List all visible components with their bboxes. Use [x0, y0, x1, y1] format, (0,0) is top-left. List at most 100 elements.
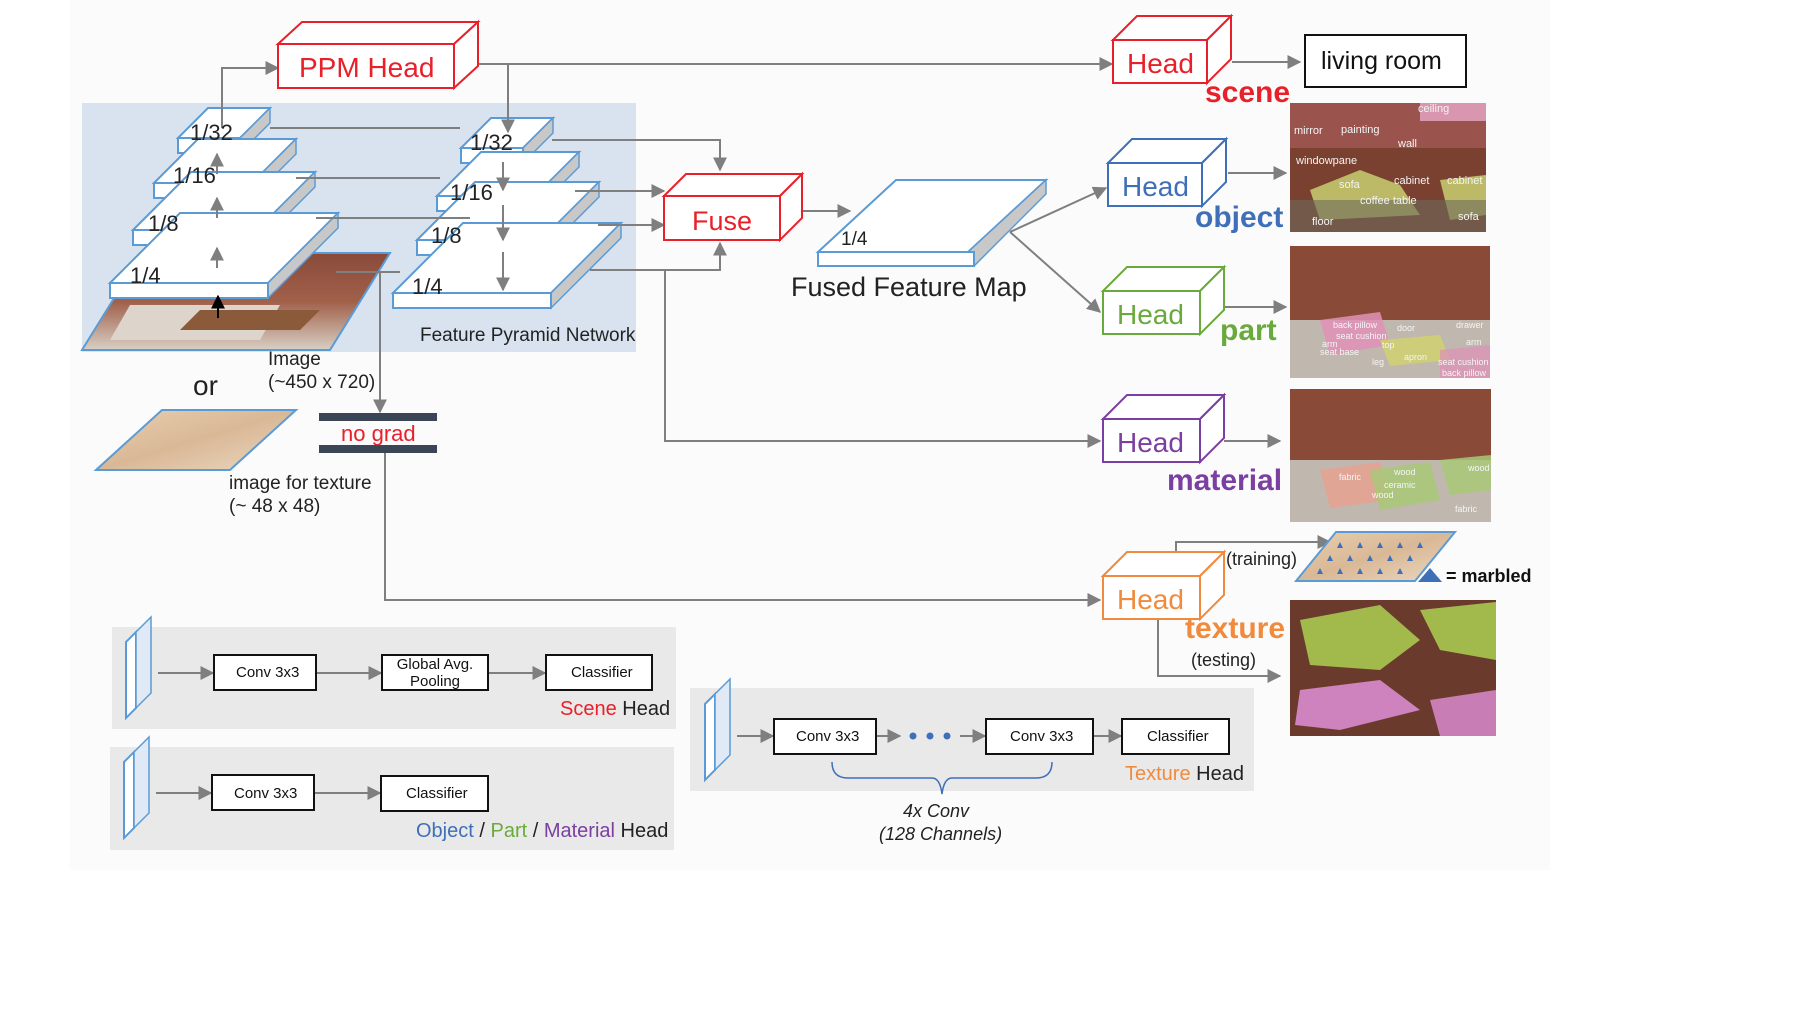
- part-seg-image: [1290, 246, 1490, 378]
- material-seg-label: wood: [1372, 490, 1394, 500]
- marbled-marker-icon: [1417, 542, 1423, 548]
- or-label: or: [193, 370, 218, 401]
- scene-task-label: scene: [1205, 76, 1291, 109]
- part-head-label: Head: [1117, 299, 1184, 330]
- object-seg-label: sofa: [1339, 179, 1360, 191]
- part-seg-label: apron: [1404, 352, 1428, 362]
- marbled-marker-icon: [1407, 555, 1413, 561]
- fuse-label: Fuse: [692, 206, 753, 236]
- backbone-level-1-16: 1/16: [173, 163, 216, 188]
- opm-legend-conv-block: [211, 774, 315, 811]
- part-seg-label: seat cushion: [1438, 357, 1489, 367]
- object-seg-label: ceiling: [1418, 103, 1450, 115]
- backbone-pyramid: [107, 106, 341, 300]
- object-head-box: [1105, 136, 1229, 209]
- object-seg-label: wall: [1398, 138, 1417, 150]
- marbled-marker-icon: [1377, 542, 1383, 548]
- scene-output-box: [1304, 34, 1467, 88]
- material-task-label: material: [1167, 464, 1283, 497]
- texture-head-label: Head: [1117, 584, 1184, 615]
- image-label: Image: [268, 349, 321, 370]
- marbled-marker-icon: [1397, 568, 1403, 574]
- object-head-label: Head: [1122, 171, 1189, 202]
- material-seg-image: [1290, 389, 1491, 522]
- part-head-box: [1100, 264, 1227, 337]
- scene-legend-classifier: Classifier: [571, 664, 633, 681]
- texture-training-label: (training): [1226, 549, 1298, 569]
- opm-legend-title: Object / Part / Material Head: [416, 820, 669, 842]
- scene-legend-classifier-block: [545, 654, 653, 691]
- opm-legend-classifier: Classifier: [406, 785, 468, 802]
- part-seg-label: door: [1397, 323, 1416, 333]
- marbled-marker-icon: [1357, 568, 1363, 574]
- scene-legend-conv-block: [213, 654, 317, 691]
- texture-task-label: texture: [1185, 612, 1286, 645]
- texture-legend-classifier-block: [1121, 718, 1230, 755]
- brace-label-1: 4x Conv: [903, 801, 970, 821]
- texture-legend-conv-block-2: [985, 718, 1094, 755]
- marbled-marker-icon: [1377, 568, 1383, 574]
- material-seg-label: wood: [1468, 463, 1490, 473]
- texture-image-size: (~ 48 x 48): [229, 496, 321, 517]
- fpn-level-1-32: 1/32: [470, 130, 513, 155]
- marbled-marker-icon: [1317, 568, 1323, 574]
- opm-legend-classifier-block: [380, 775, 489, 812]
- texture-training-slab: [1293, 531, 1458, 582]
- object-seg-image: [1290, 103, 1486, 232]
- object-seg-label: cabinet: [1447, 175, 1483, 187]
- ppm-head-box: [275, 19, 481, 91]
- fpn-level-1-8: 1/8: [431, 223, 462, 248]
- no-grad-bar-top: [319, 413, 437, 421]
- object-seg-label: windowpane: [1296, 155, 1358, 167]
- marbled-marker-icon: [1367, 555, 1373, 561]
- marbled-marker-icon: [1337, 568, 1343, 574]
- marbled-marker-icon: [1327, 555, 1333, 561]
- part-seg-label: back pillow: [1333, 320, 1378, 330]
- texture-input-image: [93, 409, 299, 471]
- marbled-marker-icon: [1347, 555, 1353, 561]
- object-seg-label: mirror: [1294, 125, 1323, 137]
- part-seg-label: seat base: [1320, 347, 1360, 357]
- fpn-level-1-4: 1/4: [412, 274, 443, 299]
- fpn-level-1-16: 1/16: [450, 180, 493, 205]
- marbled-marker-icon: [1387, 555, 1393, 561]
- texture-legend-title: Texture Head: [1125, 763, 1244, 785]
- material-seg-label: fabric: [1455, 504, 1478, 514]
- backbone-level-1-32: 1/32: [190, 120, 233, 145]
- texture-legend-conv-block-1: [773, 718, 877, 755]
- ppm-head-label: PPM Head: [299, 52, 435, 83]
- scene-output-label: living room: [1321, 47, 1442, 75]
- fused-map-label: Fused Feature Map: [791, 272, 1027, 302]
- fused-map-level: 1/4: [841, 229, 868, 250]
- marbled-marker-icon: [1357, 542, 1363, 548]
- part-task-label: part: [1220, 314, 1277, 347]
- part-seg-label: top: [1382, 340, 1395, 350]
- scene-legend-gap-block: [381, 654, 489, 691]
- ellipsis-dots: [909, 732, 951, 740]
- object-task-label: object: [1195, 201, 1284, 234]
- opm-legend-feature-icon: [123, 735, 150, 841]
- scene-legend-gap: Global Avg. Pooling: [396, 656, 474, 690]
- marbled-marker-icon: [1397, 542, 1403, 548]
- scene-head-label: Head: [1127, 48, 1194, 79]
- opm-legend-conv: Conv 3x3: [234, 785, 298, 802]
- object-seg-label: floor: [1312, 216, 1334, 228]
- texture-legend-classifier: Classifier: [1147, 728, 1209, 745]
- fused-feature-map-slab: [815, 178, 1049, 268]
- part-seg-label: back pillow: [1442, 368, 1487, 378]
- scene-legend-feature-icon: [125, 615, 152, 721]
- part-seg-label: seat cushion: [1336, 331, 1387, 341]
- part-seg-label: arm: [1322, 339, 1338, 349]
- texture-image-label: image for texture: [229, 473, 372, 494]
- scene-legend-title: Scene Head: [560, 698, 671, 720]
- brace-label-2: (128 Channels): [879, 824, 1003, 844]
- texture-legend-conv-2: Conv 3x3: [1010, 728, 1074, 745]
- texture-legend-feature-icon: [704, 677, 731, 783]
- texture-head-box: [1100, 549, 1227, 622]
- object-seg-label: sofa: [1458, 211, 1479, 223]
- fpn-pyramid: [390, 116, 624, 310]
- no-grad-label: no grad: [341, 421, 416, 446]
- backbone-level-1-8: 1/8: [148, 211, 179, 236]
- conv-brace: [831, 761, 1053, 795]
